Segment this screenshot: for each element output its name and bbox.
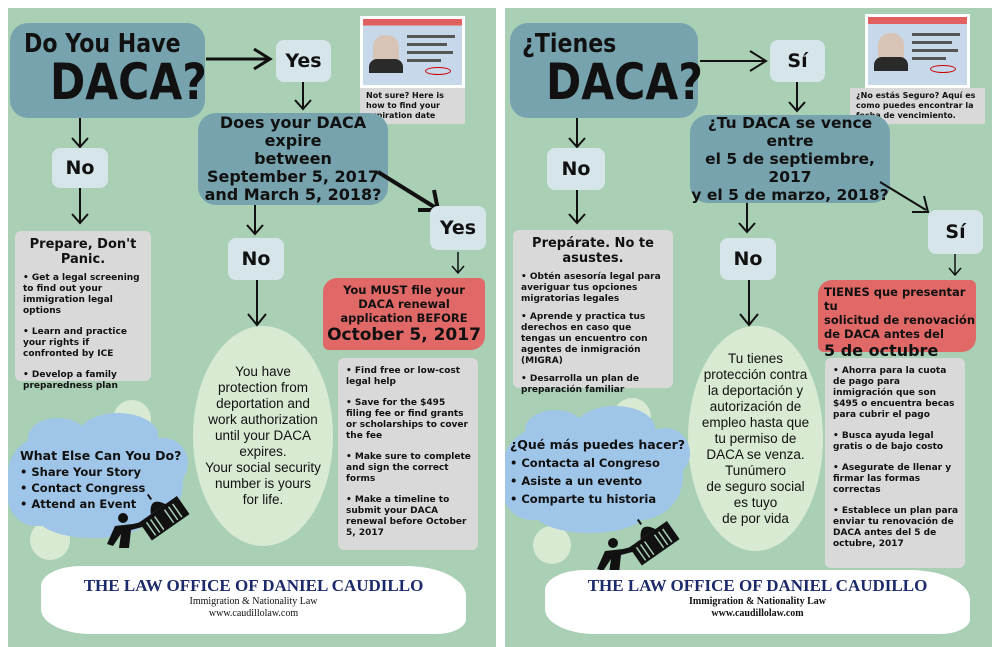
- step-item: • Busca ayuda legal gratis o de bajo cos…: [833, 431, 944, 452]
- website-link[interactable]: www.caudillolaw.com: [711, 608, 804, 619]
- prepare-item: • Get a legal screening to find out your…: [23, 273, 140, 316]
- firm-name: THE LAW OFFICE OF DANIEL CAUDILLO: [587, 576, 928, 595]
- prepare-box: Prepare, Don't Panic. • Get a legal scre…: [15, 231, 151, 391]
- expiry-question-box: ¿Tu DACA se vence entre el 5 de septiemb…: [690, 114, 890, 204]
- prepare-heading: Prepare, Don't Panic.: [29, 237, 137, 267]
- what-else-item: • Attend an Event: [20, 497, 137, 511]
- website-link[interactable]: www.caudillolaw.com: [208, 608, 299, 619]
- id-card-image: [360, 16, 465, 88]
- arrow-diagonal-icon: [879, 181, 930, 213]
- must-file-alert: You MUST file your DACA renewal applicat…: [323, 278, 485, 350]
- arrow-down-icon: [948, 254, 962, 277]
- spanish-panel: ¿Tienes DACA? Sí ¿No estás Seguro? Aquí …: [505, 8, 992, 647]
- english-panel: Do You Have DACA? Yes Not sure? Here is …: [8, 8, 496, 647]
- deadline-date: October 5, 2017: [327, 325, 481, 345]
- arrow-down-icon: [247, 280, 267, 327]
- what-else-heading: ¿Qué más puedes hacer?: [510, 437, 686, 452]
- what-else-item: • Share Your Story: [20, 465, 141, 479]
- what-else-content: What Else Can You Do? • Share Your Story…: [20, 448, 190, 512]
- prepare-item: • Obtén asesoría legal para averiguar tu…: [521, 272, 661, 304]
- what-else-item: • Asiste a un evento: [510, 474, 643, 488]
- law-office-banner: THE LAW OFFICE OF DANIEL CAUDILLO Immigr…: [41, 566, 466, 634]
- firm-name: THE LAW OFFICE OF DANIEL CAUDILLO: [83, 576, 424, 595]
- id-card-image: [865, 14, 970, 88]
- id-card-icon: [363, 19, 462, 85]
- title-box: ¿Tienes DACA?: [510, 23, 703, 118]
- yes-box-right: Yes: [430, 206, 486, 250]
- arrow-right-icon: [206, 47, 273, 71]
- no-box-mid: No: [720, 238, 776, 280]
- prepare-item: • Aprende y practica tus derechos en cas…: [521, 312, 648, 366]
- arrow-down-icon: [71, 188, 89, 225]
- step-item: • Asegurate de llenar y firmar las forma…: [833, 463, 952, 495]
- step-item: • Find free or low-cost legal help: [346, 366, 461, 387]
- prepare-item: • Develop a family preparedness plan: [23, 370, 118, 391]
- prepare-item: • Learn and practice your rights if conf…: [23, 327, 127, 359]
- protection-oval: Tu tienes protección contra la deportaci…: [688, 326, 823, 551]
- step-item: • Ahorra para la cuota de pago para inmi…: [833, 366, 955, 420]
- no-box-left: No: [547, 148, 605, 190]
- title-box: Do You Have DACA?: [10, 23, 207, 118]
- prepare-heading: Prepárate. No te asustes.: [532, 236, 654, 266]
- arrow-down-icon: [568, 118, 586, 149]
- arrow-down-icon: [246, 205, 264, 236]
- what-else-heading: What Else Can You Do?: [20, 448, 182, 463]
- prepare-box: Prepárate. No te asustes. • Obtén asesor…: [513, 230, 673, 395]
- si-box-top: Sí: [770, 40, 825, 82]
- practice-area: Immigration & Nationality Law: [189, 596, 318, 607]
- what-else-content: ¿Qué más puedes hacer? • Contacta al Con…: [510, 436, 690, 508]
- prepare-item: • Desarrolla un plan de preparación fami…: [521, 374, 639, 395]
- arrow-down-icon: [71, 118, 89, 149]
- arrow-down-icon: [739, 280, 759, 327]
- what-else-item: • Contact Congress: [20, 481, 146, 495]
- step-item: • Make a timeline to submit your DACA re…: [346, 495, 467, 538]
- si-box-right: Sí: [928, 210, 983, 254]
- expiry-question-box: Does your DACA expire between September …: [198, 113, 388, 205]
- practice-area: Immigration & Nationality Law: [689, 596, 826, 607]
- protection-oval: You have protection from deportation and…: [193, 326, 333, 546]
- law-office-banner: THE LAW OFFICE OF DANIEL CAUDILLO Immigr…: [545, 570, 970, 634]
- yes-box-top: Yes: [276, 40, 331, 82]
- must-file-alert: TIENES que presentar tu solicitud de ren…: [818, 280, 976, 380]
- what-else-item: • Contacta al Congreso: [510, 456, 660, 470]
- person-capitol-icon: [107, 493, 190, 548]
- steps-box: • Ahorra para la cuota de pago para inmi…: [825, 358, 965, 568]
- what-else-item: • Comparte tu historia: [510, 492, 657, 506]
- step-item: • Save for the $495 filing fee or find g…: [346, 398, 468, 441]
- title-line1: ¿Tienes: [522, 29, 617, 59]
- arrow-down-icon: [451, 252, 465, 275]
- step-item: • Make sure to complete and sign the cor…: [346, 452, 471, 484]
- step-item: • Establece un plan para enviar tu renov…: [833, 506, 959, 549]
- expiration-help-caption: ¿No estás Seguro? Aquí es como puedes en…: [850, 88, 985, 124]
- steps-box: • Find free or low-cost legal help • Sav…: [338, 358, 478, 550]
- title-line2: DACA?: [546, 53, 703, 111]
- arrow-down-icon: [294, 82, 312, 111]
- no-box-left: No: [52, 148, 108, 188]
- arrow-down-icon: [568, 190, 586, 225]
- no-box-mid: No: [228, 238, 284, 280]
- decorative-circle: [533, 526, 571, 564]
- arrow-right-icon: [700, 50, 768, 72]
- person-capitol-icon: [597, 518, 680, 573]
- arrow-down-icon: [738, 203, 756, 234]
- arrow-down-icon: [788, 82, 806, 113]
- expiration-help-caption: Not sure? Here is how to find your expir…: [360, 88, 465, 124]
- title-line1: Do You Have: [24, 29, 181, 59]
- id-card-icon: [868, 17, 967, 85]
- title-line2: DACA?: [50, 53, 207, 111]
